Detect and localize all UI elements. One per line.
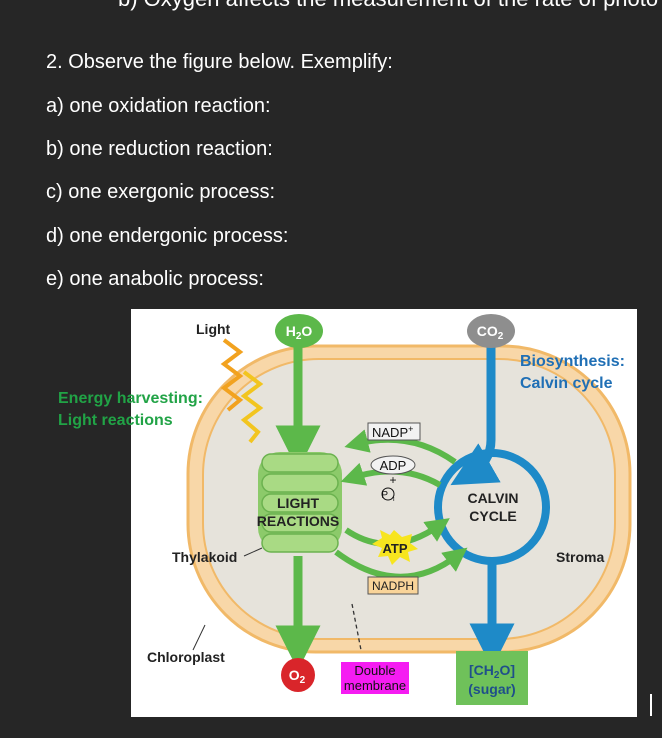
light-ray-icon xyxy=(220,338,244,412)
thylakoid-stack xyxy=(258,452,342,553)
co2-label: CO2 xyxy=(477,323,504,342)
calvin-label-line1: CALVIN xyxy=(467,490,518,506)
h2o-bubble xyxy=(275,314,323,348)
light-reactions-heading: Light reactions xyxy=(58,412,173,429)
text-cursor xyxy=(650,694,652,716)
nadp-label: NADP+ xyxy=(372,424,413,440)
co2-input-arrow xyxy=(450,345,501,486)
thylakoid-pointer xyxy=(243,547,263,557)
question-item-a: a) one oxidation reaction: xyxy=(46,95,271,117)
calvin-label-line2: CYCLE xyxy=(469,508,516,524)
double-membrane-label-line1: Double xyxy=(354,663,395,678)
light-ray-icon xyxy=(240,370,264,444)
question-item-b: b) one reduction reaction: xyxy=(46,138,273,160)
o2-label: O2 xyxy=(289,667,306,686)
nadph-label: NADPH xyxy=(372,579,414,593)
atp-label: ATP xyxy=(382,541,407,556)
light-reactions-label-line1: LIGHT xyxy=(277,495,319,511)
atp-burst xyxy=(372,530,418,565)
co2-bubble xyxy=(467,314,515,348)
stroma-label: Stroma xyxy=(556,549,604,565)
double-membrane-label-line2: membrane xyxy=(344,678,406,693)
thylakoid-label: Thylakoid xyxy=(172,549,237,565)
double-membrane-pointer xyxy=(351,603,362,651)
cut-off-question-line: b) Oxygen affects the measurement of the… xyxy=(118,0,658,12)
h2o-label: H2O xyxy=(286,323,313,342)
question-item-d: d) one endergonic process: xyxy=(46,225,289,247)
light-reactions-label-line2: REACTIONS xyxy=(257,513,339,529)
chloroplast-label: Chloroplast xyxy=(147,649,225,665)
phosphate-icon xyxy=(381,487,395,501)
o2-bubble xyxy=(281,658,315,692)
light-label: Light xyxy=(196,321,231,337)
question-item-e: e) one anabolic process: xyxy=(46,268,264,290)
double-membrane-highlight xyxy=(341,662,409,694)
energy-harvesting-label: Energy harvesting: xyxy=(58,390,203,407)
nadph-box xyxy=(367,576,419,595)
sugar-label-line2: (sugar) xyxy=(468,681,515,697)
question-item-c: c) one exergonic process: xyxy=(46,181,276,203)
calvin-cycle-arrow-right xyxy=(531,469,549,518)
adp-box xyxy=(370,455,416,475)
question-title: 2. Observe the figure below. Exemplify: xyxy=(46,51,393,73)
adp-label: ADP xyxy=(380,458,407,473)
calvin-cycle-heading: Calvin cycle xyxy=(520,375,613,392)
sugar-label-line1: [CH2O] xyxy=(469,662,515,681)
nadp-box xyxy=(367,422,421,441)
nadp-arrow xyxy=(344,429,457,465)
biosynthesis-label: Biosynthesis: xyxy=(520,353,625,370)
chloroplast-pointer xyxy=(192,624,206,651)
sugar-box xyxy=(456,651,528,705)
adp-plus: + xyxy=(389,473,396,487)
